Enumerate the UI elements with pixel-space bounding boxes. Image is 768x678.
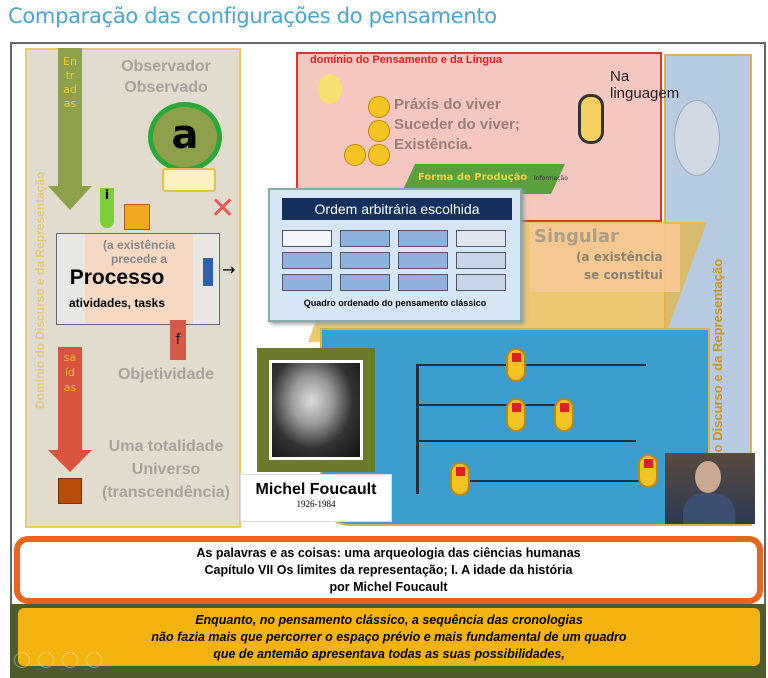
menu-icon[interactable] [86, 652, 102, 668]
informacao-label: Informação [534, 175, 568, 182]
smiley-icon [368, 96, 390, 118]
process-sub2: precede a [110, 252, 168, 266]
smiley-icon [344, 144, 366, 166]
oval-shape [674, 100, 720, 176]
cube-icon [124, 204, 150, 230]
book-reference-box: As palavras e as coisas: uma arqueologia… [14, 536, 763, 604]
smiley-icon [368, 120, 390, 142]
cross-icon: ✕ [210, 191, 236, 226]
zoom-icon[interactable] [62, 652, 78, 668]
objetividade-text: Objetividade [117, 366, 215, 383]
pen-icon[interactable] [38, 652, 54, 668]
praxis-line1: Práxis do viver [394, 96, 501, 113]
entradas-arrowhead [48, 186, 92, 210]
left-vertical-label: Domínio do Discurso e da Representação [33, 171, 47, 409]
book-chapter: Capítulo VII Os limites da representação… [204, 563, 573, 577]
saidas-arrow [58, 347, 82, 452]
na-linguagem: Na linguagem [610, 68, 680, 102]
domain-label: domínio do Pensamento e da Língua [310, 54, 502, 66]
portrait-name: Michel Foucault [255, 481, 377, 498]
entradas-arrow [58, 48, 82, 188]
page-title: Comparação das configurações do pensamen… [8, 4, 497, 28]
existencia-line1: (a existência [576, 250, 663, 264]
universo-text: Universo [131, 461, 201, 478]
lightbulb-icon [318, 74, 342, 104]
singular-text: Singular [534, 226, 619, 247]
process-tasks: atividades, tasks [68, 296, 166, 310]
quote-line3: que de antemão apresentava todas as suas… [213, 647, 565, 661]
label-i: i [100, 188, 114, 228]
book-title: As palavras e as coisas: uma arqueologia… [196, 546, 581, 560]
process-box: (a existência precede a Processo ativida… [56, 233, 220, 325]
portrait-dates: 1926-1984 [296, 499, 336, 509]
saidas-label: saídas [63, 351, 77, 394]
existencia-line2: se constitui [584, 268, 663, 282]
node-icon [578, 94, 604, 144]
webcam-video [665, 453, 755, 524]
ordem-popup: Ordem arbitrária escolhida Quadro ordena… [268, 188, 522, 322]
praxis-line3: Existência. [394, 136, 473, 153]
label-f: f [170, 320, 186, 360]
circle-a: a [148, 102, 222, 172]
quote-line1: Enquanto, no pensamento clássico, a sequ… [195, 613, 583, 627]
praxis-line2: Suceder do viver; [394, 116, 520, 133]
forma-producao: Forma de Produção [418, 172, 528, 183]
process-sub1: (a existência [102, 238, 176, 252]
observador-text: Observador [121, 58, 211, 75]
entradas-label: Entradas [63, 55, 77, 110]
observado-text: Observado [124, 79, 208, 96]
transcendencia-text: (transcendência) [101, 484, 231, 501]
quote-line2: não fazia mais que percorrer o espaço pr… [151, 630, 627, 644]
totalidade-text: Uma totalidade [108, 438, 224, 455]
brown-cube-icon [58, 478, 82, 504]
arrow-right-icon: → [222, 260, 236, 279]
saidas-arrowhead [48, 450, 92, 472]
prev-icon[interactable] [14, 652, 30, 668]
smiley-icon [368, 144, 390, 166]
book-author: por Michel Foucault [329, 580, 448, 594]
player-controls[interactable] [14, 652, 104, 670]
quote-box: Enquanto, no pensamento clássico, a sequ… [18, 608, 760, 666]
note-box [162, 168, 216, 192]
foucault-portrait [257, 348, 375, 472]
popup-header: Ordem arbitrária escolhida [282, 198, 512, 220]
portrait-caption: Michel Foucault 1926-1984 [240, 474, 392, 522]
process-door [203, 258, 213, 286]
process-title: Processo [69, 266, 165, 289]
popup-caption: Quadro ordenado do pensamento clássico [303, 298, 487, 308]
singular-box: Singular (a existência se constitui [530, 224, 680, 292]
